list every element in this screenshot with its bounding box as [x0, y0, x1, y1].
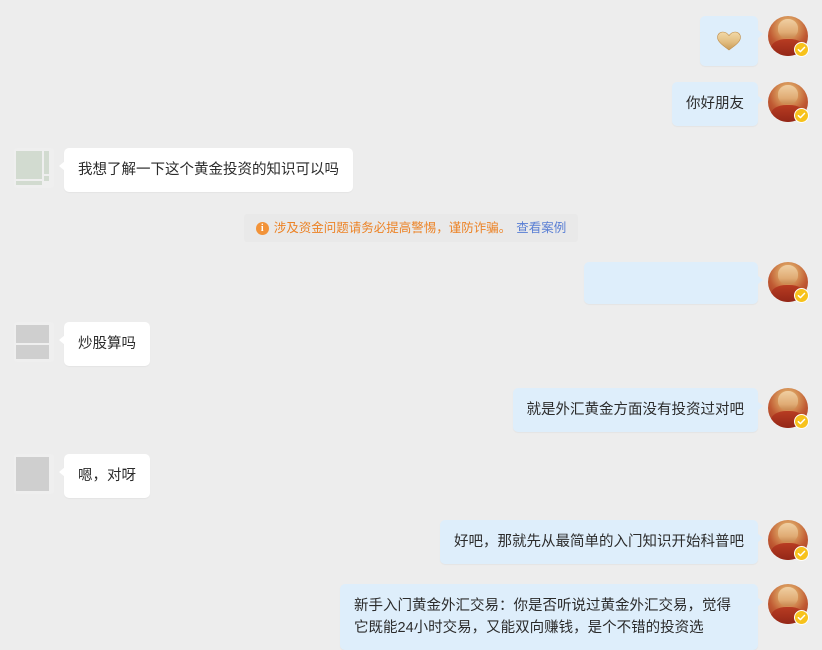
message-row-outgoing [0, 16, 822, 66]
verified-badge-icon [794, 610, 809, 625]
scam-warning-text: 涉及资金问题请务必提高警惕，谨防诈骗。 [273, 221, 512, 235]
avatar[interactable] [768, 388, 809, 429]
info-icon: i [255, 221, 269, 235]
verified-badge-icon [794, 108, 809, 123]
message-row-incoming: 我想了解一下这个黄金投资的知识可以吗 [0, 148, 822, 192]
verified-badge-icon [794, 546, 809, 561]
avatar[interactable] [14, 454, 54, 494]
message-bubble[interactable]: 好吧，那就先从最简单的入门知识开始科普吧 [440, 520, 763, 564]
message-bubble-empty[interactable] [584, 262, 763, 304]
avatar[interactable] [768, 16, 809, 57]
message-bubble[interactable]: 就是外汇黄金方面没有投资过对吧 [512, 388, 763, 432]
verified-badge-icon [794, 414, 809, 429]
scam-warning-row: i 涉及资金问题请务必提高警惕，谨防诈骗。查看案例 [0, 214, 822, 242]
message-bubble[interactable]: 新手入门黄金外汇交易：你是否听说过黄金外汇交易，觉得它既能24小时交易，又能双向… [340, 584, 763, 650]
message-row-outgoing: 你好朋友 [0, 82, 822, 126]
message-row-outgoing: 新手入门黄金外汇交易：你是否听说过黄金外汇交易，觉得它既能24小时交易，又能双向… [0, 584, 822, 650]
message-bubble[interactable]: 你好朋友 [672, 82, 763, 126]
message-row-outgoing [0, 262, 822, 304]
avatar[interactable] [768, 262, 809, 303]
message-bubble[interactable]: 嗯，对呀 [59, 454, 150, 498]
message-row-outgoing: 好吧，那就先从最简单的入门知识开始科普吧 [0, 520, 822, 564]
verified-badge-icon [794, 42, 809, 57]
view-cases-link[interactable]: 查看案例 [516, 221, 567, 235]
message-row-incoming: 炒股算吗 [0, 322, 822, 366]
broken-image-icon [14, 454, 54, 494]
golden-heart-emoji [716, 29, 742, 53]
avatar[interactable] [14, 322, 54, 362]
avatar[interactable] [14, 148, 54, 188]
message-row-outgoing: 就是外汇黄金方面没有投资过对吧 [0, 388, 822, 432]
message-bubble[interactable]: 我想了解一下这个黄金投资的知识可以吗 [59, 148, 353, 192]
broken-image-icon [14, 148, 54, 188]
avatar-photo [768, 520, 808, 560]
broken-image-icon [14, 322, 54, 362]
message-bubble-sticker[interactable] [700, 16, 763, 66]
verified-badge-icon [794, 288, 809, 303]
scam-warning-banner: i 涉及资金问题请务必提高警惕，谨防诈骗。查看案例 [243, 214, 579, 242]
message-bubble[interactable]: 炒股算吗 [59, 322, 150, 366]
avatar[interactable] [768, 520, 809, 561]
avatar[interactable] [768, 584, 809, 625]
avatar[interactable] [768, 82, 809, 123]
message-row-incoming: 嗯，对呀 [0, 454, 822, 498]
